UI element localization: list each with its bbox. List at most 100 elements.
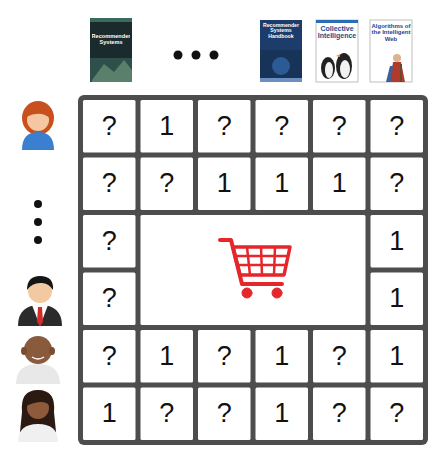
rating-cell: ?	[83, 100, 136, 153]
rating-cell: 1	[256, 330, 309, 383]
user-avatar	[32, 357, 44, 359]
matrix-cell	[256, 100, 309, 153]
user-avatar	[22, 132, 54, 150]
ellipsis-dots	[34, 200, 42, 244]
user-avatar	[49, 347, 55, 355]
rating-cell: ?	[371, 100, 424, 153]
matrix-cell	[141, 388, 194, 441]
book-cover	[370, 20, 412, 82]
matrix-grid	[78, 95, 428, 445]
ellipsis-dots	[174, 51, 219, 60]
matrix-cell	[371, 215, 424, 268]
book-cover	[370, 20, 412, 82]
rating-cell: 1	[198, 158, 251, 211]
rating-cell: 1	[313, 158, 366, 211]
user-avatar	[26, 395, 50, 406]
matrix-cell	[371, 330, 424, 383]
book-title: Recommender Systems Handbook	[261, 23, 301, 49]
ellipsis-dots	[174, 51, 183, 60]
rating-cell: ?	[198, 100, 251, 153]
rating-cell: 1	[256, 388, 309, 441]
user-avatar	[18, 276, 62, 326]
cart-icon	[272, 288, 282, 298]
user-avatar	[16, 364, 60, 384]
matrix-cell	[83, 158, 136, 211]
book-title: Recommender Systems	[92, 34, 130, 58]
book-cover	[260, 20, 302, 82]
rating-cell: ?	[371, 158, 424, 211]
book-cover	[340, 60, 350, 78]
rating-cell: ?	[313, 100, 366, 153]
matrix-cell	[198, 158, 251, 211]
ellipsis-dots	[34, 200, 42, 208]
rating-cell: 1	[371, 215, 424, 268]
cart-icon	[247, 247, 275, 275]
matrix-grid	[78, 95, 428, 445]
matrix-cell	[83, 215, 136, 268]
book-cover	[90, 18, 132, 82]
book-cover	[321, 57, 335, 79]
rating-cell: ?	[83, 158, 136, 211]
user-avatar	[18, 305, 62, 326]
matrix-cell	[371, 158, 424, 211]
matrix-cell	[256, 158, 309, 211]
user-avatar	[32, 305, 48, 326]
matrix-cell	[313, 330, 366, 383]
rating-cell: 1	[141, 100, 194, 153]
cart-icon	[220, 240, 290, 298]
book-cover	[90, 58, 132, 82]
rating-cell: ?	[371, 388, 424, 441]
ellipsis-dots	[192, 51, 201, 60]
book-cover	[260, 50, 302, 82]
matrix-cell	[83, 388, 136, 441]
book-cover	[336, 54, 340, 57]
book-cover	[336, 53, 352, 79]
matrix-cell	[83, 100, 136, 153]
book-cover	[393, 54, 401, 62]
rating-cell: ?	[198, 330, 251, 383]
matrix-cell	[198, 388, 251, 441]
user-avatar	[18, 424, 58, 442]
rating-cell: ?	[256, 100, 309, 153]
matrix-cell	[256, 330, 309, 383]
book-cover	[272, 57, 290, 75]
rating-cell: ?	[83, 330, 136, 383]
matrix-cell	[141, 158, 194, 211]
book-title: Algorithms of the Intelligent Web	[371, 23, 411, 53]
matrix-cell	[141, 215, 366, 325]
book-title: Collective Intelligence	[317, 25, 357, 49]
rating-cell: ?	[141, 158, 194, 211]
matrix-cell	[313, 100, 366, 153]
book-cover	[90, 18, 132, 82]
book-cover	[316, 20, 358, 23]
rating-cell: ?	[313, 330, 366, 383]
rating-cell: ?	[83, 215, 136, 268]
user-avatar	[27, 276, 53, 290]
book-cover	[92, 60, 132, 82]
user-avatar	[24, 336, 52, 364]
cart-icon	[242, 288, 252, 298]
ellipsis-dots	[34, 218, 42, 226]
rating-cell: 1	[371, 273, 424, 326]
user-avatar	[18, 390, 58, 442]
user-avatar	[22, 101, 54, 135]
book-cover	[260, 20, 302, 82]
matrix-cell	[256, 388, 309, 441]
ellipsis-dots	[34, 236, 42, 244]
rating-cell: ?	[141, 388, 194, 441]
book-cover	[90, 18, 132, 22]
matrix-cell	[198, 100, 251, 153]
matrix-cell	[141, 100, 194, 153]
rating-cell: ?	[83, 273, 136, 326]
book-cover	[316, 20, 358, 82]
matrix-cell	[313, 388, 366, 441]
ellipsis-dots	[210, 51, 219, 60]
user-avatar	[22, 101, 54, 150]
user-avatar	[21, 347, 27, 355]
book-cover	[400, 64, 402, 82]
book-cover	[325, 62, 333, 78]
rating-cell: 1	[141, 330, 194, 383]
rating-cell: 1	[371, 330, 424, 383]
matrix-cell	[83, 330, 136, 383]
